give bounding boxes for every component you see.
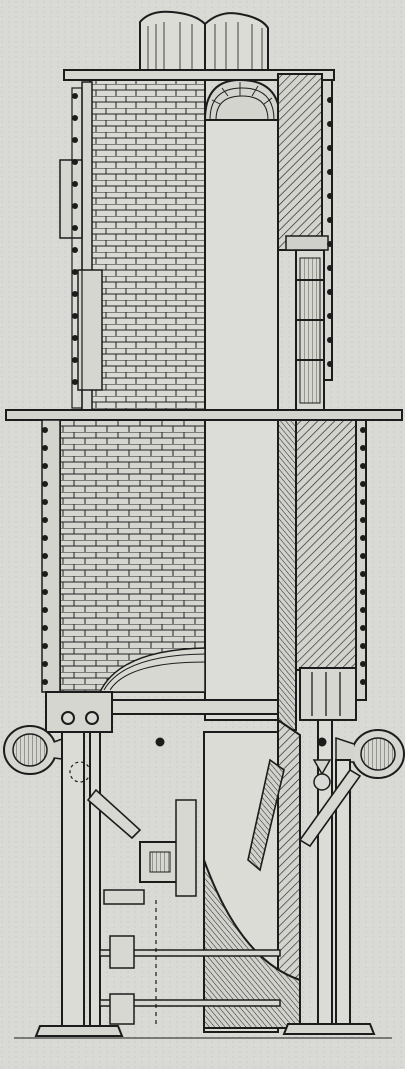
bolt — [360, 643, 366, 649]
bolt — [360, 535, 366, 541]
bolt — [360, 589, 366, 595]
upper-brick-shaft — [59, 71, 206, 415]
bolt — [42, 679, 48, 685]
bolt — [42, 661, 48, 667]
support-columns — [61, 719, 351, 1029]
chimney-pipes — [139, 10, 269, 73]
right-side-bolts — [327, 97, 366, 685]
bolt — [360, 553, 366, 559]
bolt — [72, 335, 78, 341]
bolt — [42, 625, 48, 631]
bolt — [327, 337, 333, 343]
bolt — [327, 313, 333, 319]
bolt — [72, 115, 78, 121]
bolt — [360, 571, 366, 577]
bolt — [327, 241, 333, 247]
bolt — [42, 535, 48, 541]
bolt — [327, 265, 333, 271]
arch — [204, 78, 281, 121]
bolt — [42, 427, 48, 433]
bolt — [360, 445, 366, 451]
bolt — [360, 679, 366, 685]
lower-brick-shaft — [41, 419, 206, 693]
bolt — [327, 121, 333, 127]
bolt — [72, 203, 78, 209]
bolt — [327, 289, 333, 295]
right-ladder-channel — [285, 235, 329, 411]
bolt — [42, 445, 48, 451]
lower-machinery — [69, 718, 362, 1033]
bolt — [42, 481, 48, 487]
wind-box-right — [335, 729, 405, 779]
bolt — [360, 463, 366, 469]
bolt — [360, 427, 366, 433]
bolt — [72, 357, 78, 363]
bolt — [42, 517, 48, 523]
bolt — [360, 625, 366, 631]
bolt — [72, 225, 78, 231]
top-frame — [63, 69, 335, 81]
bolt — [360, 499, 366, 505]
bolt — [72, 291, 78, 297]
bolt — [360, 661, 366, 667]
hatched-lining-upper — [277, 73, 333, 381]
bolt — [42, 553, 48, 559]
base-frame — [45, 691, 279, 733]
platform-ledge — [5, 409, 403, 421]
left-side-bolts — [42, 93, 78, 685]
bolt — [327, 217, 333, 223]
bolt — [72, 137, 78, 143]
bolt — [42, 643, 48, 649]
bolt — [72, 247, 78, 253]
bolt — [72, 93, 78, 99]
wind-box-left — [3, 725, 71, 775]
bolt — [42, 589, 48, 595]
bolt — [72, 313, 78, 319]
base-plates — [14, 1023, 392, 1039]
bolt — [360, 517, 366, 523]
bolt — [360, 481, 366, 487]
bolt — [327, 169, 333, 175]
bolt — [42, 607, 48, 613]
bolt — [327, 361, 333, 367]
bolt — [72, 159, 78, 165]
bolt — [42, 463, 48, 469]
bolt — [42, 571, 48, 577]
bolt — [360, 607, 366, 613]
bolt — [72, 379, 78, 385]
bolt — [42, 499, 48, 505]
bolt — [72, 181, 78, 187]
bolt — [327, 193, 333, 199]
bolt — [327, 145, 333, 151]
bolt — [72, 269, 78, 275]
bolt — [327, 97, 333, 103]
hatched-lining-lower — [277, 419, 367, 731]
